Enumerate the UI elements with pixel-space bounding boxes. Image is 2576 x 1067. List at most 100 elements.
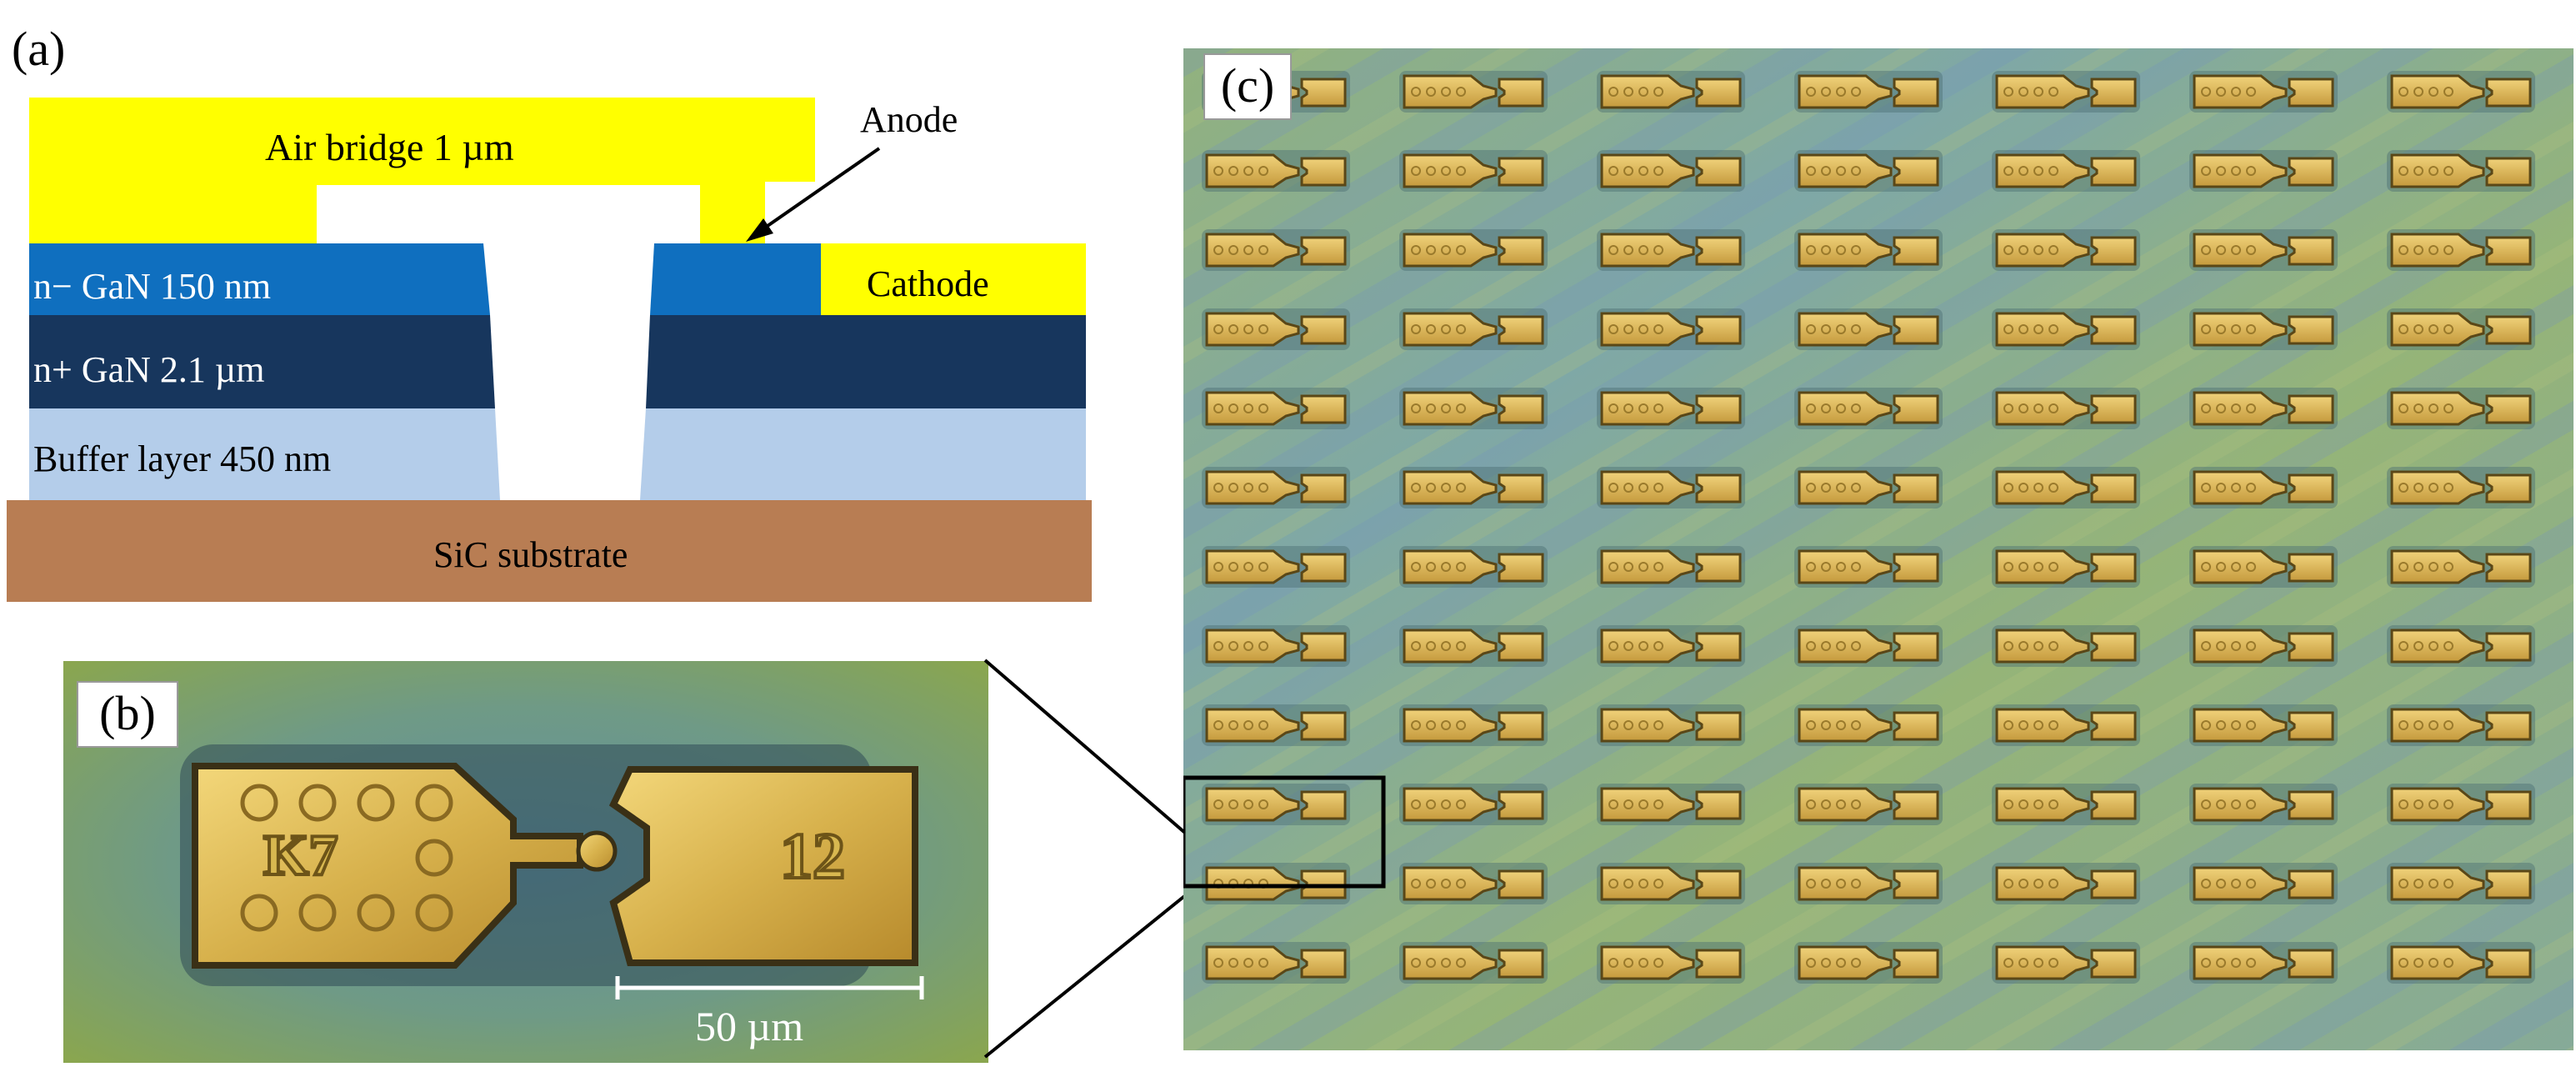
device bbox=[1992, 942, 2140, 984]
device bbox=[2387, 71, 2535, 113]
device bbox=[2189, 150, 2338, 192]
device bbox=[2189, 942, 2338, 984]
device bbox=[1794, 388, 1943, 429]
device bbox=[1202, 150, 1350, 192]
device bbox=[1597, 467, 1745, 508]
device bbox=[1794, 863, 1943, 904]
device bbox=[2189, 625, 2338, 667]
device bbox=[2387, 229, 2535, 271]
device-micrograph: K7 12 50 µm bbox=[63, 661, 988, 1063]
device bbox=[1992, 308, 2140, 350]
device bbox=[1399, 784, 1548, 825]
device bbox=[1992, 546, 2140, 588]
device bbox=[2189, 467, 2338, 508]
device bbox=[2189, 71, 2338, 113]
cathode-pad-text: 12 bbox=[780, 819, 845, 892]
device bbox=[1399, 150, 1548, 192]
panel-c-label: (c) bbox=[1220, 58, 1275, 113]
buffer-layer-label: Buffer layer 450 nm bbox=[33, 438, 331, 479]
device bbox=[2189, 388, 2338, 429]
device bbox=[1794, 229, 1943, 271]
scale-bar-label: 50 µm bbox=[695, 1003, 803, 1049]
device bbox=[1202, 546, 1350, 588]
device bbox=[1202, 784, 1350, 825]
device bbox=[1399, 625, 1548, 667]
substrate-label: SiC substrate bbox=[433, 534, 628, 575]
scale-bar bbox=[615, 976, 924, 999]
buffer-layer-left bbox=[29, 408, 500, 500]
device bbox=[1202, 467, 1350, 508]
device bbox=[1202, 704, 1350, 746]
device bbox=[1399, 71, 1548, 113]
panel-b-label-box: (b) bbox=[77, 681, 178, 748]
panel-c-label-box: (c) bbox=[1203, 53, 1292, 120]
device bbox=[1794, 150, 1943, 192]
device bbox=[1794, 704, 1943, 746]
device bbox=[1202, 308, 1350, 350]
panel-a-label: (a) bbox=[12, 22, 65, 76]
device bbox=[2189, 784, 2338, 825]
selected-device-box bbox=[1181, 775, 1386, 889]
air-bridge-label: Air bridge 1 µm bbox=[265, 126, 514, 168]
device bbox=[1992, 71, 2140, 113]
device bbox=[1399, 229, 1548, 271]
device bbox=[1992, 704, 2140, 746]
device bbox=[1992, 784, 2140, 825]
device bbox=[1794, 942, 1943, 984]
device bbox=[1399, 863, 1548, 904]
zoom-connector bbox=[983, 659, 1193, 1059]
cathode-pad bbox=[608, 766, 918, 966]
panel-b: K7 12 50 µm (b) bbox=[63, 661, 988, 1063]
device bbox=[1597, 863, 1745, 904]
device bbox=[2387, 704, 2535, 746]
device bbox=[1597, 150, 1745, 192]
n-minus-gan-layer-left bbox=[29, 243, 490, 315]
device bbox=[1794, 308, 1943, 350]
device bbox=[1794, 546, 1943, 588]
air-bridge bbox=[29, 98, 815, 243]
device bbox=[2189, 229, 2338, 271]
device bbox=[2189, 546, 2338, 588]
device bbox=[1597, 704, 1745, 746]
device bbox=[1992, 625, 2140, 667]
n-plus-gan-layer-left bbox=[29, 315, 495, 408]
device bbox=[1794, 625, 1943, 667]
device bbox=[2387, 942, 2535, 984]
device bbox=[1992, 863, 2140, 904]
device bbox=[2387, 625, 2535, 667]
device bbox=[1597, 546, 1745, 588]
device bbox=[1597, 942, 1745, 984]
device bbox=[1399, 308, 1548, 350]
device bbox=[1597, 625, 1745, 667]
device bbox=[1202, 625, 1350, 667]
device bbox=[1202, 863, 1350, 904]
device bbox=[1992, 388, 2140, 429]
panel-a: (a) Air bridge 1 µm Anode Cathode n− GaN… bbox=[0, 0, 1108, 617]
pad-dimples bbox=[240, 784, 453, 932]
device bbox=[1202, 388, 1350, 429]
device bbox=[1597, 308, 1745, 350]
device bbox=[2387, 308, 2535, 350]
cathode-label: Cathode bbox=[867, 263, 989, 304]
device bbox=[1992, 467, 2140, 508]
array-micrograph bbox=[1181, 48, 2573, 1050]
cathode-contact bbox=[821, 243, 1086, 315]
device bbox=[1202, 942, 1350, 984]
n-minus-gan-label: n− GaN 150 nm bbox=[33, 266, 271, 307]
anode-pad-text: K7 bbox=[263, 824, 338, 888]
n-plus-gan-label: n+ GaN 2.1 µm bbox=[33, 349, 264, 390]
device bbox=[1794, 467, 1943, 508]
device bbox=[1399, 704, 1548, 746]
device bbox=[2387, 467, 2535, 508]
device bbox=[2189, 863, 2338, 904]
device bbox=[2189, 308, 2338, 350]
sic-substrate bbox=[7, 500, 1092, 602]
device bbox=[2387, 784, 2535, 825]
device bbox=[2189, 704, 2338, 746]
device-grid bbox=[1202, 71, 2535, 984]
n-minus-gan-layer-right bbox=[650, 243, 821, 315]
anode-pad bbox=[192, 763, 583, 969]
device bbox=[1992, 229, 2140, 271]
device bbox=[1399, 546, 1548, 588]
anode-label: Anode bbox=[860, 99, 958, 140]
